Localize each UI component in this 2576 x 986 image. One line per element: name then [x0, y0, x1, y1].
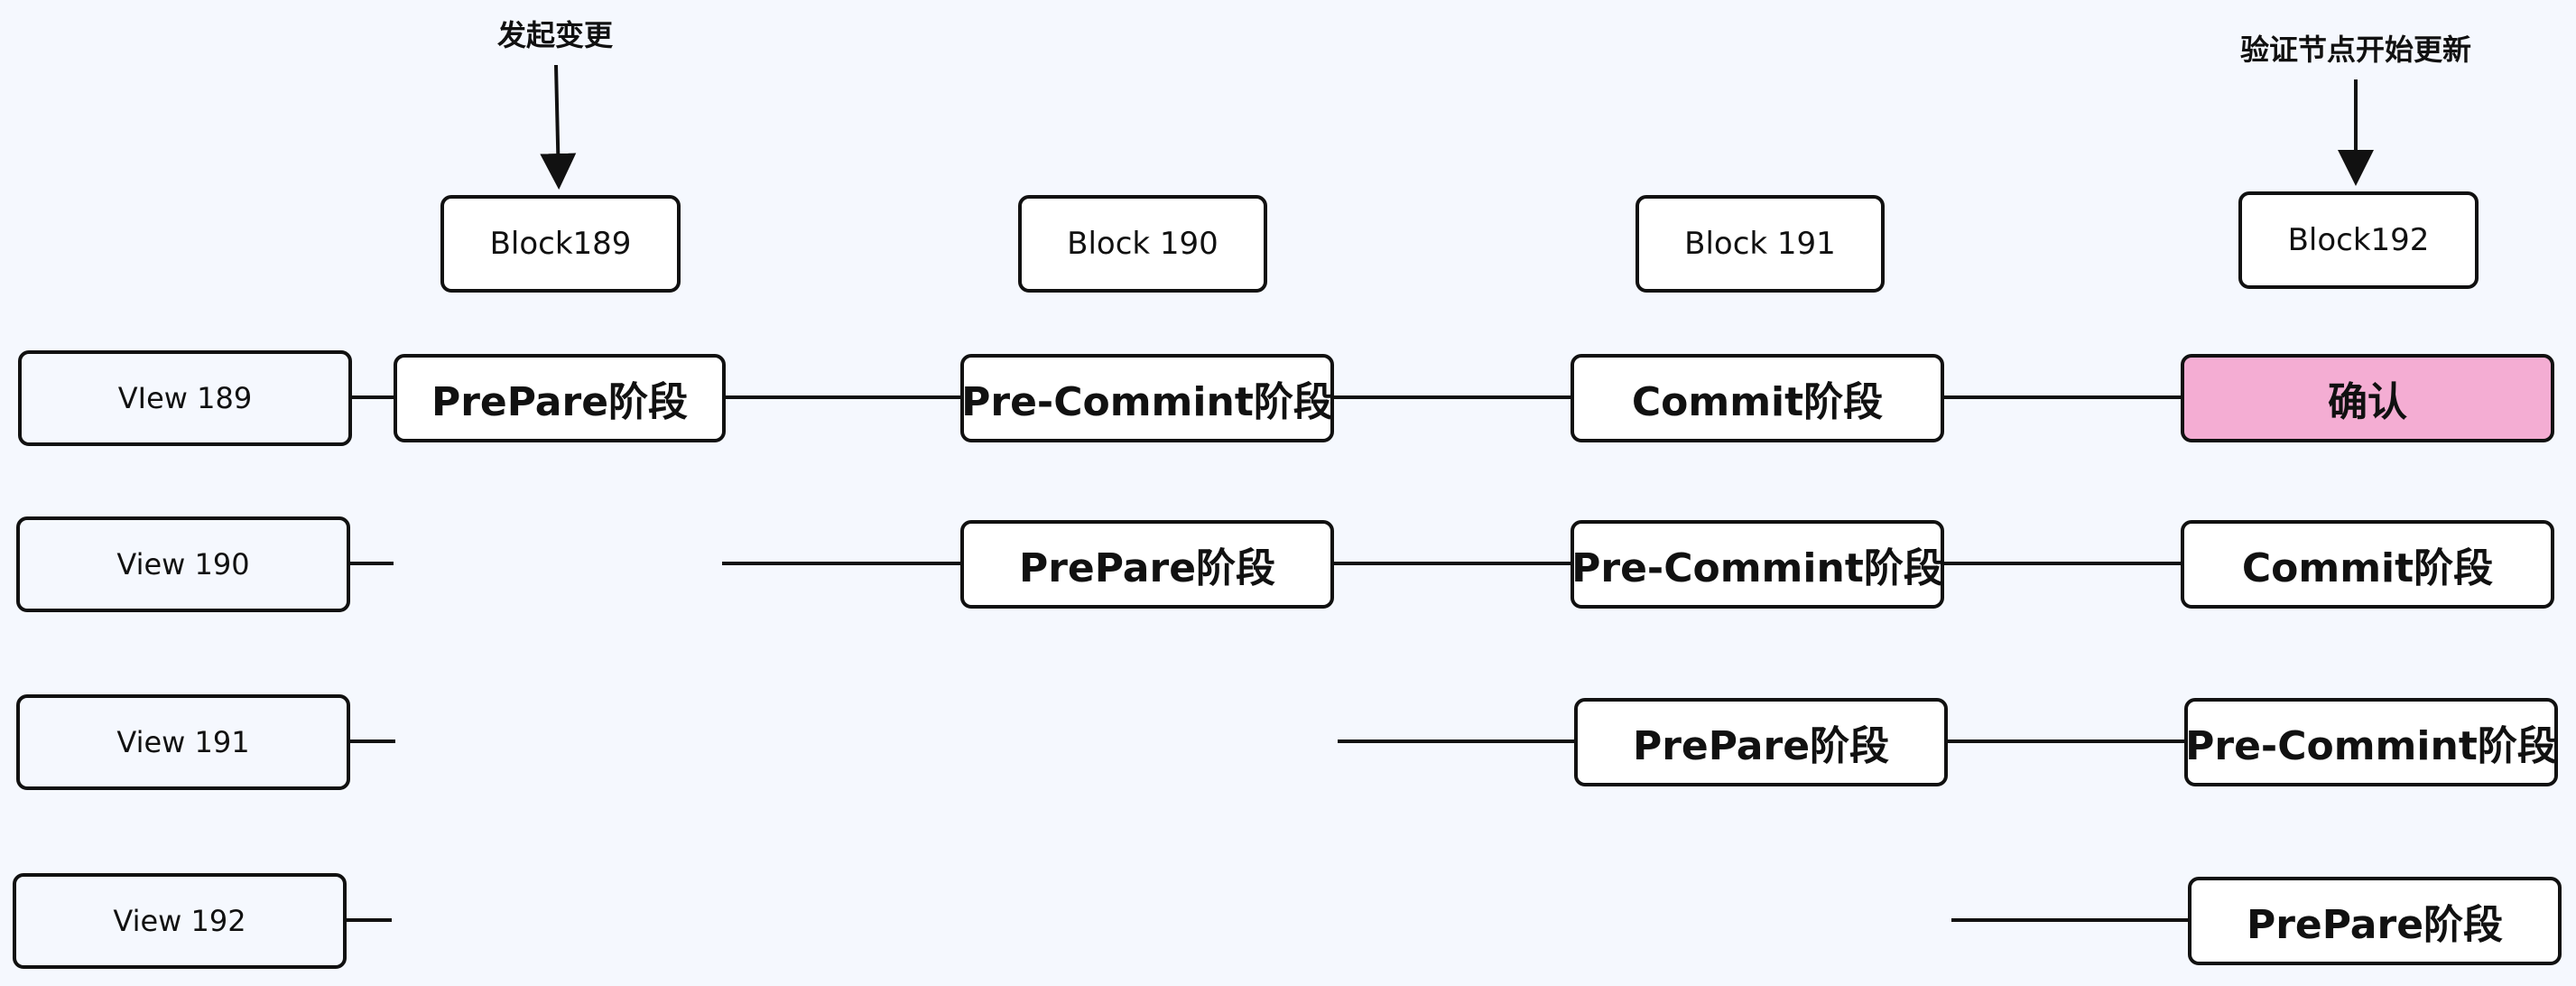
- row-189-commit-stage: Commit阶段: [1571, 354, 1944, 442]
- block-190-box: Block 190: [1018, 195, 1267, 293]
- annotation-arrow-initiate-change: [540, 64, 577, 190]
- view-192-box: View 192: [13, 873, 347, 969]
- block-191-box: Block 191: [1635, 195, 1885, 293]
- row-189-prepare-stage: PrePare阶段: [394, 354, 726, 442]
- row-191-prepare-stage: PrePare阶段: [1574, 698, 1948, 786]
- row-189-confirm-stage: 确认: [2181, 354, 2554, 442]
- view-189-box: VIew 189: [18, 350, 352, 446]
- annotation-validator-update: 验证节点开始更新: [2239, 33, 2471, 67]
- block-192-box: Block192: [2238, 191, 2479, 289]
- row-189-pre-commit-stage: Pre-Commint阶段: [960, 354, 1334, 442]
- row-191-pre-commit-stage: Pre-Commint阶段: [2184, 698, 2558, 786]
- view-191-box: View 191: [16, 694, 350, 790]
- row-190-pre-commit-stage: Pre-Commint阶段: [1571, 520, 1944, 609]
- row-190-prepare-stage: PrePare阶段: [960, 520, 1334, 609]
- row-190-commit-stage: Commit阶段: [2181, 520, 2554, 609]
- block-189-box: Block189: [440, 195, 681, 293]
- row-192-prepare-stage: PrePare阶段: [2188, 877, 2562, 965]
- view-190-box: View 190: [16, 516, 350, 612]
- annotation-initiate-change: 发起变更: [496, 18, 613, 52]
